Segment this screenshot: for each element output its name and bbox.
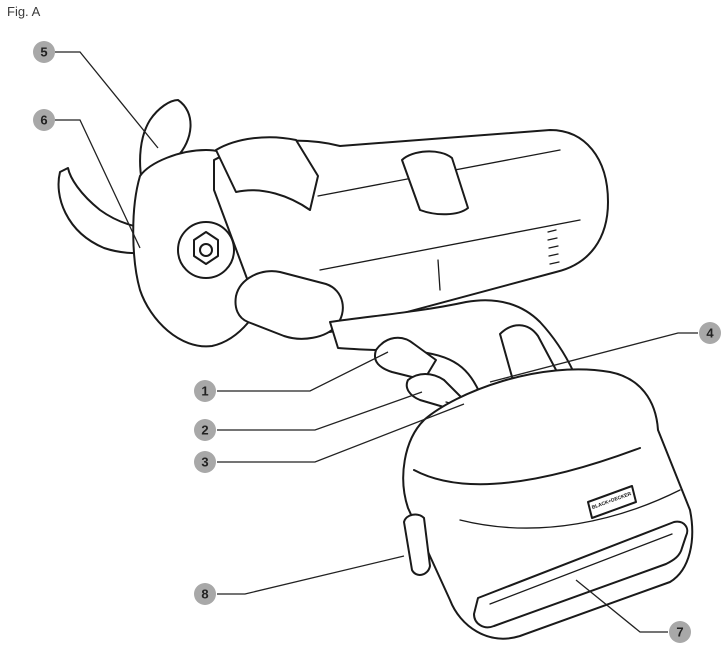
callout-6-label: 6: [40, 113, 47, 128]
top-clip: [401, 150, 469, 216]
pivot-bolt: [199, 243, 213, 257]
leader-4: [489, 332, 698, 383]
leader-8: [217, 555, 405, 595]
leader-lines: [55, 51, 698, 633]
leader-3: [217, 403, 465, 463]
battery-slot: [459, 489, 681, 529]
callout-1-label: 1: [201, 384, 208, 399]
callout-5-label: 5: [40, 45, 47, 60]
callout-4: 4: [699, 322, 721, 344]
callout-7: 7: [669, 621, 691, 643]
battery-top-edge: [413, 447, 641, 486]
battery-release: [403, 513, 431, 576]
callout-4-label: 4: [706, 326, 714, 341]
top-bracket: [215, 136, 319, 211]
callout-5: 5: [33, 41, 55, 63]
trigger: [374, 336, 437, 381]
figure-label: Fig. A: [7, 4, 41, 19]
leader-2: [217, 391, 423, 431]
callout-3-label: 3: [201, 455, 208, 470]
leader-1-trigger: [217, 351, 389, 392]
callout-7-label: 7: [676, 625, 683, 640]
leader-1: [55, 51, 159, 149]
callout-1: 1: [194, 380, 216, 402]
body-lower-ridge: [319, 219, 581, 271]
callout-6: 6: [33, 109, 55, 131]
callout-2: 2: [194, 419, 216, 441]
leader-6: [55, 119, 141, 249]
callout-8-label: 8: [201, 587, 208, 602]
callout-3: 3: [194, 451, 216, 473]
callout-2-label: 2: [201, 423, 208, 438]
pruner-illustration: BLACK+DECKER: [57, 99, 694, 640]
leader-7: [575, 579, 668, 633]
vent-grill: [547, 229, 560, 265]
side-slot: [437, 259, 441, 291]
callout-8: 8: [194, 583, 216, 605]
battery-front-inner: [489, 533, 673, 605]
